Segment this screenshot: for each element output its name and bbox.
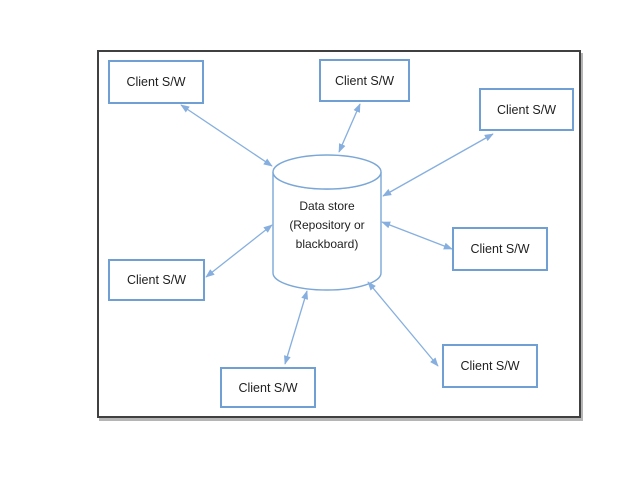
arrow-client-right [381,221,453,250]
client-box-label: Client S/W [470,242,530,256]
arrow-client-top-right [382,133,494,197]
client-box-bottom-right: Client S/W [442,344,538,388]
client-box-left: Client S/W [108,259,205,301]
data-store-label-line3: blackboard) [295,237,359,251]
client-box-label: Client S/W [238,380,298,395]
database-cylinder-icon [272,154,382,291]
data-store-label: Data store (Repository or blackboard) [271,197,383,254]
client-box-top-center: Client S/W [319,59,410,102]
client-box-bottom-center: Client S/W [220,367,316,408]
client-box-label: Client S/W [496,102,557,117]
arrow-client-bottom-right [367,281,439,367]
cylinder-top-ellipse [272,154,382,190]
data-store-label-line2: (Repository or [289,218,365,232]
client-box-label: Client S/W [126,75,186,89]
client-box-label: Client S/W [126,273,187,287]
arrow-client-bottom-center [284,290,308,365]
data-store-label-line1: Data store [299,199,355,213]
client-box-top-right: Client S/W [479,88,574,131]
arrow-client-left [205,224,273,278]
client-box-top-left: Client S/W [108,60,204,104]
client-box-label: Client S/W [334,73,395,88]
client-box-label: Client S/W [460,359,520,373]
arrow-client-top-center [338,103,361,153]
client-box-right: Client S/W [452,227,548,271]
arrow-client-top-left [180,104,273,167]
